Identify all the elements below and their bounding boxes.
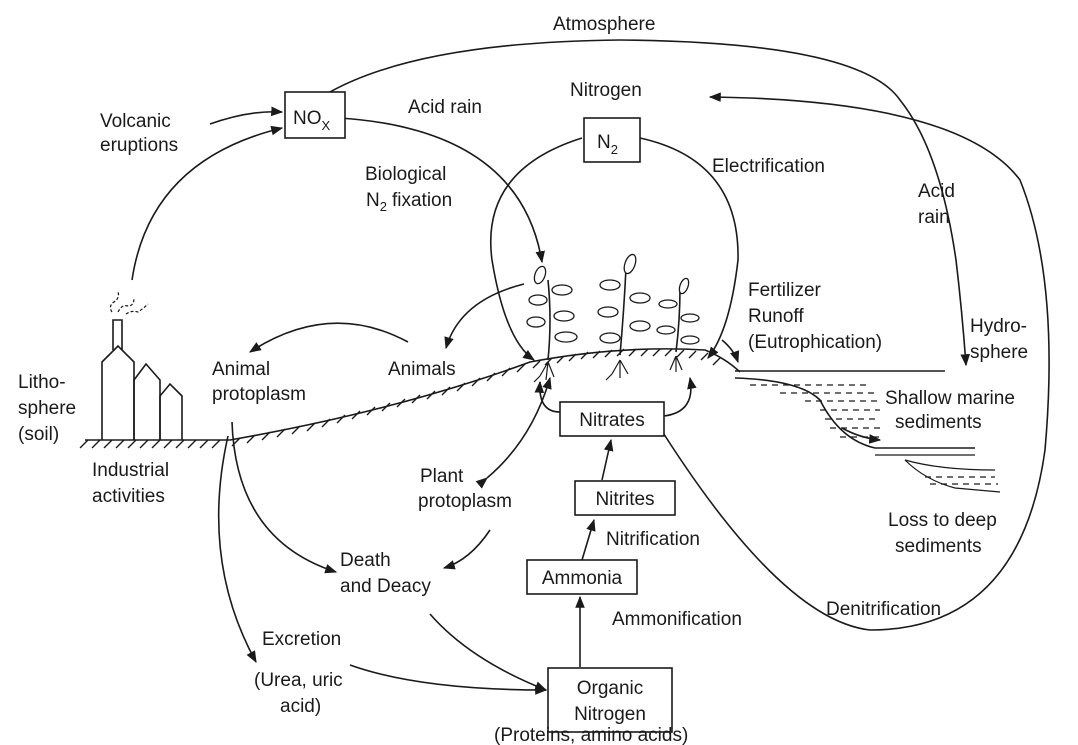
labels: Atmosphere Volcanic eruptions Acid rain … xyxy=(18,14,1028,745)
label-activities: activities xyxy=(92,486,165,507)
label-soil: (soil) xyxy=(18,424,59,445)
label-rain: rain xyxy=(918,207,950,228)
sediment-arrow xyxy=(841,427,882,444)
label-acid-rain-top: Acid rain xyxy=(408,97,482,118)
label-industrial: Industrial xyxy=(92,460,169,481)
label-animals: Animals xyxy=(388,359,456,380)
label-excretion: Excretion xyxy=(262,629,341,650)
plants-to-animals-arrow xyxy=(444,283,525,350)
atmosphere-loop-arrow xyxy=(329,39,971,367)
label-atmosphere: Atmosphere xyxy=(553,14,655,35)
svg-text:Ammonia: Ammonia xyxy=(542,568,623,589)
label-litho-sphere: sphere xyxy=(18,398,76,419)
ammonia-to-nitrites-arrow xyxy=(581,518,596,561)
label-urea: (Urea, uric xyxy=(254,670,343,691)
plant-icon-right xyxy=(656,277,700,372)
svg-text:N2: N2 xyxy=(597,132,618,157)
label-shallow-sediments: sediments xyxy=(895,412,982,433)
factory-icon xyxy=(101,291,183,440)
nitrites-to-nitrates-arrow xyxy=(601,438,614,481)
label-ammonification: Ammonification xyxy=(612,609,742,630)
label-denitrification: Denitrification xyxy=(826,599,941,620)
denitrification-arrow xyxy=(654,92,1050,631)
svg-text:Organic: Organic xyxy=(577,678,644,699)
nitrites-box: Nitrites xyxy=(574,480,676,516)
label-plant-protoplasm: protoplasm xyxy=(418,491,512,512)
label-proteins: (Proteins, amino acids) xyxy=(494,725,688,745)
label-electrification: Electrification xyxy=(712,156,825,177)
label-acid: Acid xyxy=(918,181,955,202)
nox-box: NOX xyxy=(284,91,346,139)
animal-to-excretion-arrow xyxy=(217,435,257,664)
plant-to-death-arrow xyxy=(442,529,491,570)
label-sphere: sphere xyxy=(970,342,1028,363)
industrial-arrow xyxy=(131,125,284,281)
animal-to-death-arrow xyxy=(231,421,338,574)
connector-arrows xyxy=(131,39,1050,695)
volcanic-arrow xyxy=(209,106,284,125)
nitrates-to-plants-right xyxy=(663,376,697,417)
label-shallow-marine: Shallow marine xyxy=(885,388,1015,409)
plant-icon-middle xyxy=(597,253,651,381)
label-plant: Plant xyxy=(420,466,464,487)
organic-nitrogen-box: Organic Nitrogen xyxy=(547,667,673,733)
label-uric-acid: acid) xyxy=(280,696,321,717)
acid-rain-arrow xyxy=(339,117,545,264)
label-death: Death xyxy=(340,550,391,571)
death-to-organic-arrow xyxy=(429,613,548,691)
svg-text:NOX: NOX xyxy=(293,108,331,133)
plant-icon-left xyxy=(526,265,578,383)
fertilizer-arrow xyxy=(721,339,740,364)
n2-box: N2 xyxy=(583,117,641,163)
label-eruptions: eruptions xyxy=(100,135,178,156)
svg-text:Nitrates: Nitrates xyxy=(579,410,644,431)
animals-to-protoplasm-arrow xyxy=(248,322,409,353)
label-animal: Animal xyxy=(212,359,270,380)
label-animal-protoplasm: protoplasm xyxy=(212,384,306,405)
biological-fixation-arrow xyxy=(490,137,583,361)
label-hydro: Hydro- xyxy=(970,316,1027,337)
nitrates-box: Nitrates xyxy=(559,401,665,437)
label-runoff: Runoff xyxy=(748,306,804,327)
label-nitrogen: Nitrogen xyxy=(570,80,642,101)
svg-text:Nitrites: Nitrites xyxy=(595,489,654,510)
label-litho: Litho- xyxy=(18,372,66,393)
electrification-arrow xyxy=(639,137,739,359)
label-loss-deep: Loss to deep xyxy=(888,510,997,531)
svg-text:Nitrogen: Nitrogen xyxy=(574,704,646,725)
label-and-decay: and Deacy xyxy=(340,576,431,597)
hydrosphere-water xyxy=(734,370,1001,493)
shallow-sediment-dashes xyxy=(750,384,998,485)
label-volcanic: Volcanic xyxy=(100,111,171,132)
label-eutrophication: (Eutrophication) xyxy=(748,332,882,353)
excretion-to-organic-arrow xyxy=(349,664,548,695)
plant-protoplasm-arrow xyxy=(475,376,552,489)
label-fertilizer: Fertilizer xyxy=(748,280,822,301)
ammonia-box: Ammonia xyxy=(526,559,638,595)
label-biological: Biological xyxy=(365,164,446,185)
label-loss-sediments: sediments xyxy=(895,536,982,557)
label-nitrification: Nitrification xyxy=(606,529,700,550)
